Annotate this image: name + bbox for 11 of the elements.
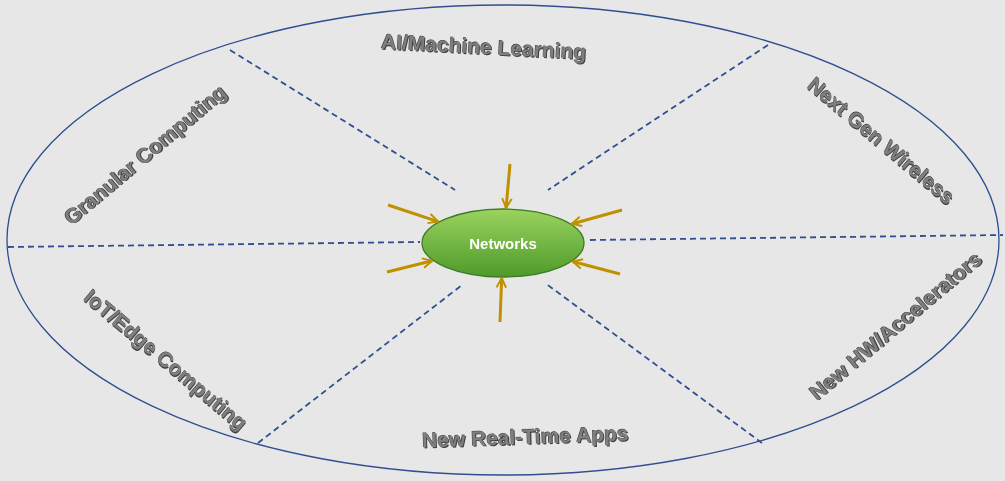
segment-label: New Real-Time Apps — [421, 421, 629, 453]
segment-label: AI/Machine Learning — [380, 29, 587, 65]
arrow — [501, 163, 513, 209]
arrow — [386, 257, 434, 274]
network-ellipse — [421, 208, 585, 278]
arrow — [387, 203, 440, 225]
arrow — [570, 208, 623, 227]
node-label: Networks — [468, 233, 538, 254]
outer-ellipse — [6, 4, 1000, 476]
arrow — [571, 258, 621, 276]
arrow — [495, 277, 508, 323]
